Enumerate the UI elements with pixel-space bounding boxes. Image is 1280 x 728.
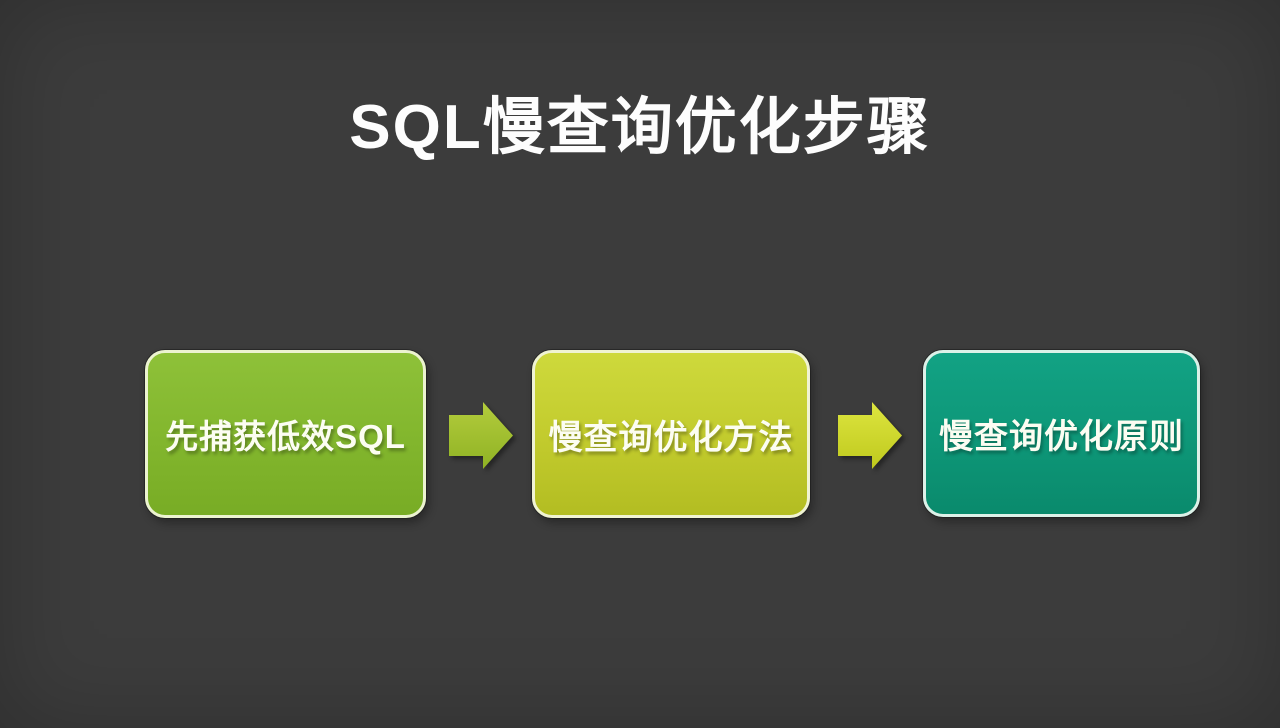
page-title: SQL慢查询优化步骤: [349, 93, 931, 162]
right-arrow-icon: [449, 402, 513, 469]
flow-step-label: 慢查询优化方法: [548, 418, 794, 457]
flow-step-label: 慢查询优化原则: [939, 418, 1184, 456]
flow-step-label: 先捕获低效SQL: [165, 418, 406, 455]
flow-step-slow-query-principles: 慢查询优化原则: [923, 350, 1200, 517]
flow-step-capture-inefficient-sql: 先捕获低效SQL: [145, 350, 426, 518]
right-arrow-icon: [838, 402, 902, 469]
flow-step-slow-query-methods: 慢查询优化方法: [532, 350, 810, 518]
